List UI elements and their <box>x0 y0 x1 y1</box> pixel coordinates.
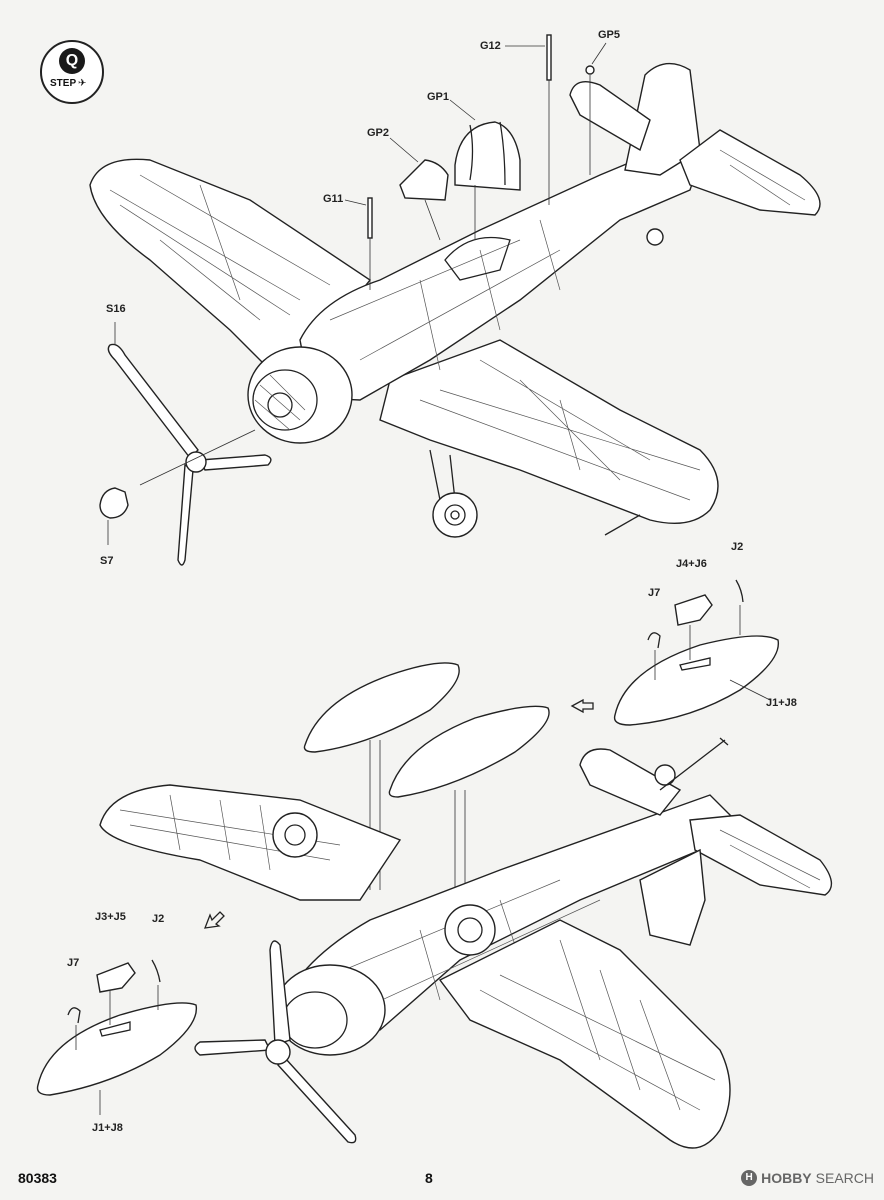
step-letter: Q <box>59 48 85 74</box>
bottom-right-wheel <box>444 904 496 956</box>
label-s16: S16 <box>106 303 126 315</box>
part-j3-j5 <box>96 962 136 993</box>
watermark-brand-b: SEARCH <box>815 1170 874 1186</box>
right-door-assembly <box>570 579 780 726</box>
part-g12 <box>546 34 552 81</box>
label-j2-right: J2 <box>731 541 744 553</box>
top-aircraft <box>89 34 821 566</box>
label-j1-j8-left: J1+J8 <box>92 1122 123 1134</box>
label-s7: S7 <box>100 555 114 567</box>
part-j7-left <box>67 1007 81 1024</box>
bottom-propeller <box>269 940 291 1046</box>
label-j2-left: J2 <box>152 913 165 925</box>
top-tail-right <box>679 129 821 216</box>
part-g11 <box>367 197 373 239</box>
label-gp5: GP5 <box>598 29 621 41</box>
bottom-aircraft <box>99 662 833 1149</box>
label-j1-j8-right: J1+J8 <box>766 697 797 709</box>
label-gp1: GP1 <box>427 91 450 103</box>
bottom-left-wheel <box>272 812 318 858</box>
left-door-assembly <box>36 959 198 1115</box>
bottom-door-2 <box>388 705 550 798</box>
part-j2-left <box>151 959 161 983</box>
bottom-door-1 <box>303 662 460 753</box>
top-right-wing <box>379 339 719 525</box>
top-engine-cowling <box>247 346 353 444</box>
part-j4-j6 <box>674 594 713 626</box>
label-j4-j6: J4+J6 <box>676 558 707 570</box>
top-tail-left <box>569 81 651 152</box>
step-word: STEP <box>50 78 77 89</box>
part-s16-propeller <box>107 343 199 460</box>
label-gp2: GP2 <box>367 127 390 139</box>
label-j7-left: J7 <box>67 957 80 969</box>
part-j7-right <box>647 632 661 649</box>
label-j3-j5: J3+J5 <box>95 911 126 923</box>
part-gp1 <box>454 121 521 191</box>
part-s7-spinner <box>99 487 129 519</box>
watermark: H HOBBY SEARCH <box>741 1170 874 1186</box>
bottom-tail-fin <box>639 848 706 946</box>
label-g11: G11 <box>323 193 344 205</box>
kit-number: 80383 <box>18 1170 57 1186</box>
page-number: 8 <box>425 1170 433 1186</box>
bottom-left-wing <box>99 784 402 901</box>
watermark-logo-icon: H <box>741 1170 758 1186</box>
watermark-brand-a: HOBBY <box>761 1170 812 1186</box>
label-j7-right: J7 <box>648 587 661 599</box>
bottom-tail-left <box>579 748 682 816</box>
top-landing-wheel <box>432 492 478 538</box>
right-door-j1-j8 <box>613 635 780 726</box>
bottom-right-wing <box>438 919 731 1149</box>
bottom-tail-right <box>689 814 833 896</box>
part-gp2 <box>399 159 449 201</box>
part-j2-right <box>735 579 744 603</box>
top-tail-fin <box>624 62 701 176</box>
part-gp5 <box>585 65 595 75</box>
step-badge: Q STEP ✈ <box>40 40 104 104</box>
step-arrow-icon: ✈ <box>78 78 87 89</box>
bottom-engine-cowling <box>274 964 386 1056</box>
label-g12: G12 <box>480 40 501 52</box>
left-door-j1-j8 <box>36 1002 198 1096</box>
